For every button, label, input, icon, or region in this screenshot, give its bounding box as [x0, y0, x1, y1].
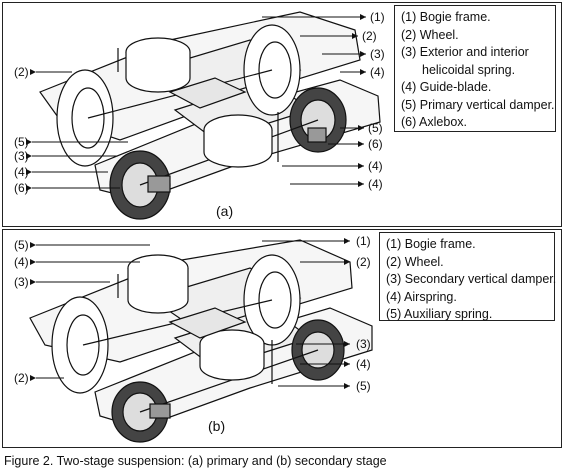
callout-a-left-3: (3) — [14, 149, 29, 163]
legend-b-item: (5) Auxiliary spring. — [386, 307, 493, 321]
legend-a-item: (2) Wheel. — [401, 27, 459, 42]
callout-a-right-8: (4) — [368, 177, 383, 191]
callout-a-right-3: (3) — [370, 47, 385, 61]
legend-b-item: (3) Secondary vertical damper. — [386, 272, 557, 286]
panel-a-frame — [2, 2, 562, 227]
legend-a: (1) Bogie frame. (2) Wheel. (3) Exterior… — [394, 5, 556, 132]
callout-b-right-2: (2) — [356, 255, 371, 269]
callout-a-right-4: (4) — [370, 65, 385, 79]
leader-lines-a — [26, 14, 366, 191]
legend-b-item: (1) Bogie frame. — [386, 237, 476, 251]
callout-b-right-5: (5) — [356, 379, 371, 393]
callout-b-right-3: (3) — [356, 337, 371, 351]
panel-b-label: (b) — [208, 418, 226, 434]
legend-b: (1) Bogie frame. (2) Wheel. (3) Secondar… — [379, 232, 557, 321]
callout-a-right-7: (4) — [368, 159, 383, 173]
legend-a-item: helicoidal spring. — [422, 62, 516, 77]
callout-a-right-1: (1) — [370, 10, 385, 24]
callout-b-right-1: (1) — [356, 234, 371, 248]
figure-caption: Figure 2. Two-stage suspension: (a) prim… — [4, 454, 387, 468]
panel-a-label: (a) — [216, 203, 234, 219]
legend-a-item: (1) Bogie frame. — [401, 10, 491, 24]
legend-a-item: (3) Exterior and interior — [401, 45, 529, 59]
legend-a-item: (4) Guide-blade. — [401, 80, 492, 94]
callout-b-right-4: (4) — [356, 357, 371, 371]
callout-b-left-2: (2) — [14, 371, 29, 385]
legend-b-item: (4) Airspring. — [386, 289, 457, 304]
callout-b-left-5: (5) — [14, 238, 29, 252]
callout-a-left-4: (4) — [14, 165, 29, 179]
callout-a-right-5: (5) — [368, 121, 383, 135]
callout-a-right-6: (6) — [368, 137, 383, 151]
panel-b-frame — [2, 229, 562, 448]
callout-b-left-3: (3) — [14, 275, 29, 289]
callout-a-right-2: (2) — [362, 29, 377, 43]
legend-a-item: (6) Axlebox. — [401, 115, 468, 129]
bogie-drawing-b — [29, 239, 373, 443]
callout-a-left-6: (6) — [14, 181, 29, 195]
callout-a-left-2: (2) — [14, 65, 29, 79]
callout-b-left-4: (4) — [14, 255, 29, 269]
legend-a-item: (5) Primary vertical damper. — [401, 97, 555, 112]
bogie-drawing-a — [39, 11, 381, 220]
callout-a-left-5: (5) — [14, 135, 29, 149]
legend-b-item: (2) Wheel. — [386, 254, 444, 269]
leader-lines-b — [30, 238, 350, 389]
